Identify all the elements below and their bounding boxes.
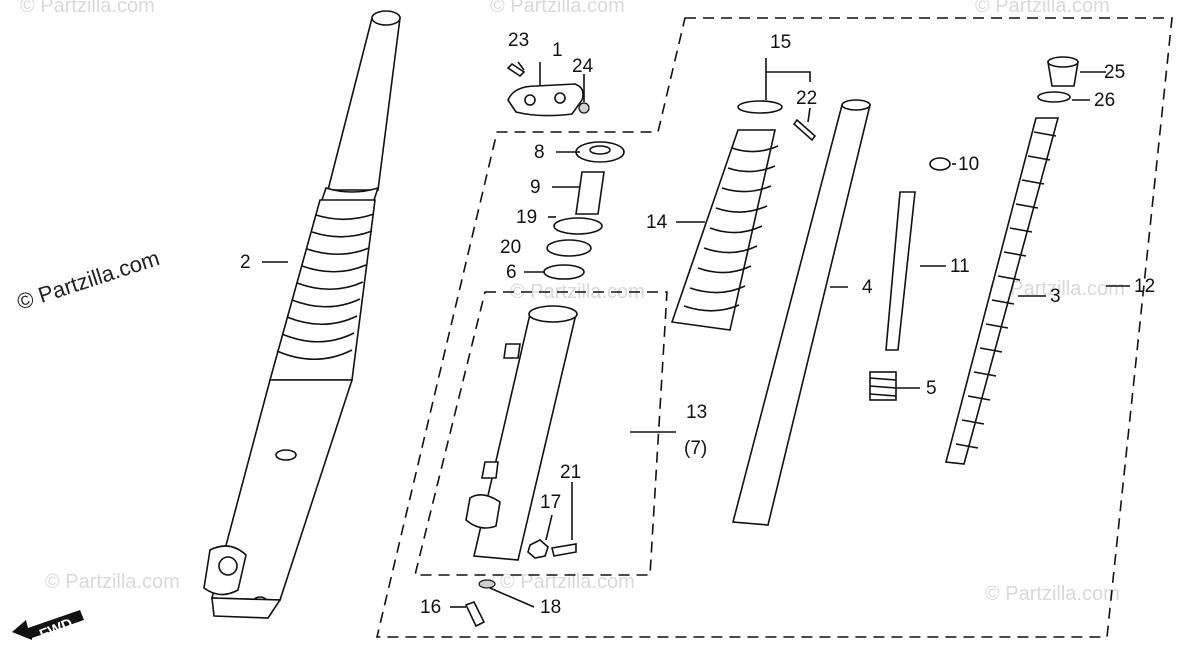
fork-boot-14 — [670, 129, 779, 331]
fwd-arrow: FWD — [12, 610, 84, 644]
watermark-faint: © Partzilla.com — [975, 0, 1110, 17]
callout-12: 12 — [1134, 276, 1155, 297]
fork-boot-bellows — [268, 199, 376, 381]
callout-19: 19 — [516, 207, 537, 228]
fork-tube-4 — [731, 99, 872, 526]
bolt-21 — [551, 543, 577, 557]
oil-seal-20 — [546, 239, 592, 257]
callout-3: 3 — [1050, 286, 1061, 307]
callout-14: 14 — [646, 212, 668, 233]
callout-23: 23 — [508, 30, 529, 51]
washer-6 — [543, 264, 585, 280]
callout-20: 20 — [500, 237, 521, 258]
callout-5: 5 — [926, 378, 937, 399]
nut-17 — [527, 539, 549, 559]
callout-2: 2 — [240, 252, 251, 273]
callout-10: 10 — [958, 154, 979, 175]
callout-16: 16 — [420, 597, 441, 618]
watermark-faint: © Partzilla.com — [490, 0, 625, 17]
fork-top-bridge — [507, 83, 584, 117]
callout-17: 17 — [540, 492, 561, 513]
callout-15: 15 — [770, 32, 791, 53]
dust-seal-8 — [575, 141, 625, 163]
assembled-fork — [203, 10, 401, 619]
watermark-faint: © Partzilla.com — [20, 0, 155, 17]
callout-25: 25 — [1104, 62, 1125, 83]
watermark-faint: © Partzilla.com — [990, 278, 1125, 300]
callout-26: 26 — [1094, 90, 1115, 111]
callout-13: 13 — [686, 402, 707, 423]
callout-11: 11 — [950, 256, 970, 277]
fork-cap-bolt-25 — [1047, 56, 1079, 87]
watermark-main: © Partzilla.com — [14, 245, 163, 315]
callout-24: 24 — [572, 56, 594, 77]
rebound-spring-5 — [869, 371, 897, 401]
fork-slider-13 — [465, 305, 578, 561]
callout-labels: 2 23 1 24 8 9 19 20 6 15 22 14 4 10 11 3… — [240, 30, 1155, 618]
screw-22 — [792, 118, 817, 142]
watermark-faint: © Partzilla.com — [45, 571, 180, 593]
callout-22: 22 — [796, 88, 817, 109]
lower-slider-boundary — [413, 291, 668, 576]
callout-4: 4 — [862, 277, 873, 298]
fork-spring-3 — [944, 117, 1060, 465]
drain-bolt-16 — [464, 600, 486, 628]
watermark-faint: © Partzilla.com — [985, 583, 1120, 605]
watermark-faint: © Partzilla.com — [500, 571, 635, 593]
callout-21: 21 — [560, 462, 581, 483]
callout-8: 8 — [534, 142, 545, 163]
bolt-23 — [506, 62, 526, 78]
circlip-19 — [553, 217, 603, 235]
callout-1: 1 — [552, 40, 563, 61]
fwd-label: FWD — [37, 615, 75, 644]
leader-lines — [262, 58, 1130, 608]
bushing-9 — [575, 171, 605, 215]
nut-24 — [578, 102, 590, 114]
exploded-view-boundary — [375, 17, 1173, 638]
piston-ring-10 — [929, 157, 951, 171]
callout-6: 6 — [506, 262, 517, 283]
washer-18 — [478, 579, 496, 589]
callout-9: 9 — [530, 177, 541, 198]
damper-rod-11 — [885, 191, 916, 351]
boot-clamp-15 — [737, 100, 783, 114]
callout-13-note: (7) — [684, 438, 707, 459]
callout-18: 18 — [540, 597, 561, 618]
o-ring-26 — [1037, 91, 1071, 103]
